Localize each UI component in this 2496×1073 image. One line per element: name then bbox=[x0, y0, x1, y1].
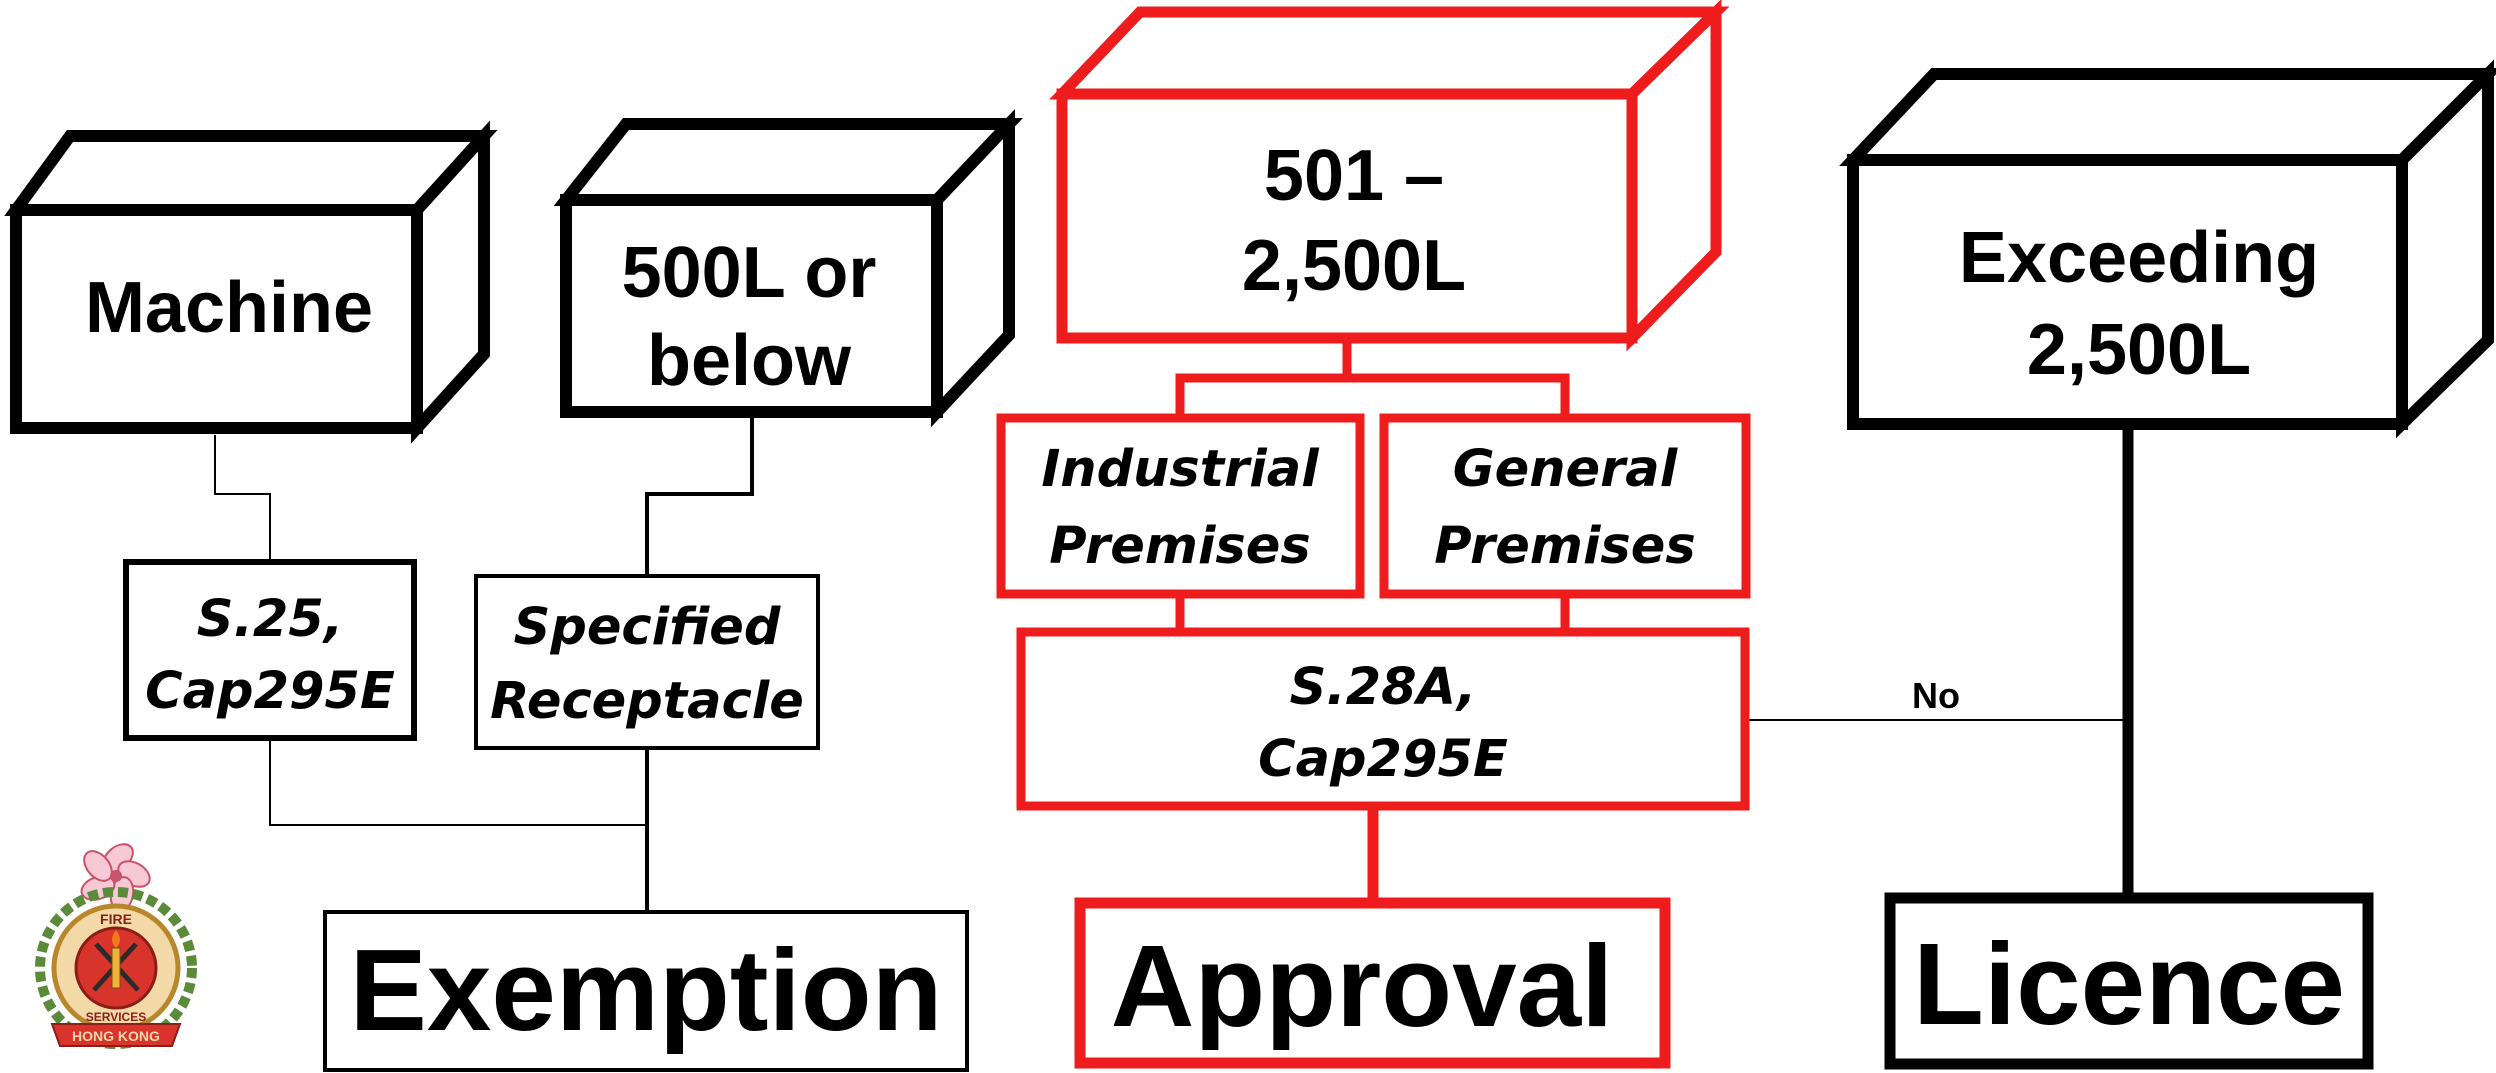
s25-line1: S.25, bbox=[197, 590, 343, 649]
box-exceeding-line2: 2,500L bbox=[2027, 310, 2251, 390]
box-range-line2: 2,500L bbox=[1242, 226, 1466, 306]
licence-label: Licence bbox=[1913, 919, 2345, 1049]
approval-box bbox=[1074, 897, 1671, 1069]
connectors bbox=[214, 340, 2134, 912]
general-line1: General bbox=[1453, 440, 1679, 499]
bauhinia-icon bbox=[80, 843, 151, 912]
specified-line2: Receptacle bbox=[490, 672, 804, 731]
specified-line1: Specified bbox=[514, 598, 781, 657]
s28a-line2: Cap295E bbox=[1258, 730, 1508, 789]
no-label: No bbox=[1912, 675, 1960, 716]
s28a-line1: S.28A, bbox=[1290, 658, 1477, 717]
box-machine bbox=[4, 120, 498, 444]
exemption-box bbox=[323, 910, 969, 1072]
industrial-line1: Industrial bbox=[1041, 440, 1320, 499]
specified-box bbox=[474, 574, 820, 750]
connector-machine-s25 bbox=[214, 435, 271, 562]
box-500l bbox=[553, 108, 1023, 428]
general-box bbox=[1379, 413, 1751, 599]
industrial-line2: Premises bbox=[1049, 517, 1310, 576]
general-line2: Premises bbox=[1434, 517, 1695, 576]
connector-split-bar bbox=[1175, 373, 1570, 418]
box-500l-line1: 500L or bbox=[622, 233, 877, 313]
approval-label: Approval bbox=[1111, 921, 1614, 1051]
box-machine-label: Machine bbox=[85, 268, 373, 348]
crest-middle-text: SERVICES bbox=[86, 1010, 146, 1024]
licence-box bbox=[1884, 892, 2374, 1070]
box-exceeding-line1: Exceeding bbox=[1959, 218, 2319, 298]
industrial-box bbox=[996, 413, 1365, 599]
box-range bbox=[1049, 0, 1730, 352]
crest-top-text: FIRE bbox=[100, 911, 132, 927]
s25-line2: Cap295E bbox=[145, 662, 395, 721]
connector-500l-specified bbox=[645, 415, 754, 576]
box-exceeding bbox=[1839, 59, 2496, 439]
crest-banner-text: HONG KONG bbox=[72, 1028, 160, 1044]
connector-s25-exemption bbox=[269, 740, 647, 826]
s25-box bbox=[123, 559, 417, 741]
box-range-line1: 501 – bbox=[1264, 136, 1444, 216]
fire-services-crest-icon: FIRE SERVICES HONG KONG bbox=[35, 843, 197, 1049]
exemption-label: Exemption bbox=[350, 925, 943, 1055]
s28a-box bbox=[1016, 627, 1750, 811]
box-500l-line2: below bbox=[647, 321, 852, 401]
